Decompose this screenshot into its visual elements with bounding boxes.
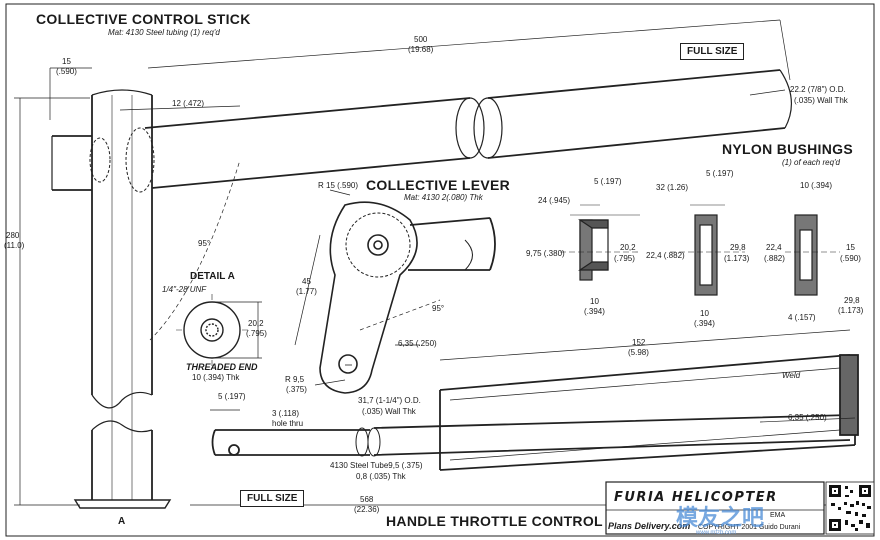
b1-d5: 5 (.197) — [594, 177, 622, 186]
detail-a-end-label: THREADED END — [186, 362, 258, 372]
thr-tube: 4130 Steel Tube9,5 (.375) — [330, 461, 423, 470]
b3-d15: 15 — [846, 243, 855, 252]
b3-d4: 4 (.157) — [788, 313, 816, 322]
angle-95-lever: 95° — [432, 304, 445, 313]
stick-crossbar-left — [51, 135, 92, 191]
detail-a-dim-in: (.795) — [246, 329, 267, 338]
thr-d152-in: (5.98) — [628, 348, 649, 357]
full-size-box-2: FULL SIZE — [240, 490, 305, 507]
dim-280-in: (11.0) — [4, 241, 25, 250]
brand-logo: FURIA HELICOPTER — [614, 490, 778, 505]
thr-d635: 6,35 (.250) — [788, 413, 827, 422]
stick-title: COLLECTIVE CONTROL STICK — [36, 11, 251, 27]
bushings-title: NYLON BUSHINGS — [722, 141, 853, 157]
dim-45-in: (1.77) — [296, 287, 317, 296]
dim-280: 280 — [6, 231, 20, 240]
b1-d975: 9,75 (.380) — [526, 249, 565, 258]
detail-a-thread: 1/4"-28 UNF — [162, 285, 207, 294]
stick-wall: (.035) Wall Thk — [794, 96, 848, 105]
stick-od: 22.2 (7/8") O.D. — [790, 85, 846, 94]
bushing-1 — [560, 204, 640, 281]
thr-d568-in: (22.36) — [354, 505, 380, 514]
lever-tube — [408, 217, 496, 271]
b3-d224: 22,4 — [766, 243, 782, 252]
b2-d32: 32 (1.26) — [656, 183, 689, 192]
bushing-2 — [670, 204, 745, 296]
qr-code — [825, 481, 875, 535]
thr-wall: (.035) Wall Thk — [362, 407, 416, 416]
b2-d10-in: (.394) — [694, 319, 715, 328]
dim-45: 45 — [302, 277, 311, 286]
detail-a-end-thk: 10 (.394) Thk — [192, 373, 240, 382]
b2-d224: 22,4 (.882) — [646, 251, 685, 260]
thr-od: 31,7 (1-1/4") O.D. — [358, 396, 421, 405]
b1-d202-in: (.795) — [614, 254, 635, 263]
stick-dimension-lines — [14, 19, 791, 506]
throttle-title: HANDLE THROTTLE CONTROL — [386, 513, 603, 529]
stick-angled-tube — [144, 69, 793, 189]
dim-635-lever: 6,35 (.250) — [398, 339, 437, 348]
copyright: COPYRIGHT 2001 Guido Durani — [698, 524, 801, 531]
b2-d298-in: (1.173) — [724, 254, 750, 263]
bushings-subtitle: (1) of each req'd — [782, 158, 841, 167]
dim-r15: R 15 (.590) — [318, 181, 359, 190]
weld-bead-stick — [89, 127, 155, 193]
detail-a-section — [176, 294, 262, 366]
thr-d568: 568 — [360, 495, 374, 504]
dim-15: 15 — [62, 57, 71, 66]
b2-d10: 10 — [700, 309, 709, 318]
thr-weld: Weld — [782, 371, 801, 380]
lever-plate — [319, 201, 418, 394]
thr-d152: 152 — [632, 338, 646, 347]
thr-hole: hole thru — [272, 419, 304, 428]
dim-r95-in: (.375) — [286, 385, 307, 394]
b3-d10: 10 (.394) — [800, 181, 833, 190]
detail-a-dim: 20,2 — [248, 319, 264, 328]
sheet-border — [5, 3, 875, 537]
angle-95-stick: 95° — [198, 239, 211, 248]
mark-a: A — [118, 516, 126, 527]
b1-d202: 20,2 — [620, 243, 636, 252]
b1-d24: 24 (.945) — [538, 196, 571, 205]
stick-material: Mat: 4130 Steel tubing (1) req'd — [108, 28, 220, 37]
b3-d298: 29,8 — [844, 296, 860, 305]
throttle-rod — [211, 414, 851, 457]
lever-dimension-lines — [294, 189, 441, 386]
dim-500-in: (19.68) — [408, 45, 434, 54]
dim-r95: R 9,5 — [285, 375, 305, 384]
thr-d3: 3 (.118) — [272, 409, 299, 418]
b3-d298-in: (1.173) — [838, 306, 864, 315]
bushing-3 — [785, 214, 840, 296]
b3-d15-in: (.590) — [840, 254, 861, 263]
title-block — [605, 481, 825, 535]
full-size-box-1: FULL SIZE — [680, 43, 745, 60]
lever-title: COLLECTIVE LEVER — [366, 177, 511, 193]
b2-d5: 5 (.197) — [706, 169, 734, 178]
b1-d10: 10 — [590, 297, 599, 306]
watermark: 模友之吧 — [676, 506, 765, 531]
thr-d5: 5 (.197) — [218, 392, 246, 401]
b2-d298: 29,8 — [730, 243, 746, 252]
dim-15-in: (.590) — [56, 67, 77, 76]
b1-d10-in: (.394) — [584, 307, 605, 316]
ema-label: EMA — [770, 512, 786, 519]
dim-12: 12 (.472) — [172, 99, 205, 108]
dim-500: 500 — [414, 35, 428, 44]
plans-delivery: Plans Delivery.com — [608, 521, 691, 531]
lever-material: Mat: 4130 2(.080) Thk — [404, 193, 483, 202]
stick-vertical-tube — [73, 89, 172, 509]
detail-a-title: DETAIL A — [190, 271, 235, 282]
b3-d224-in: (.882) — [764, 254, 785, 263]
thr-tube2: 0,8 (.035) Thk — [356, 472, 406, 481]
throttle-grip-tube — [439, 354, 859, 471]
watermark-site: www.mfzb.com — [696, 530, 737, 536]
